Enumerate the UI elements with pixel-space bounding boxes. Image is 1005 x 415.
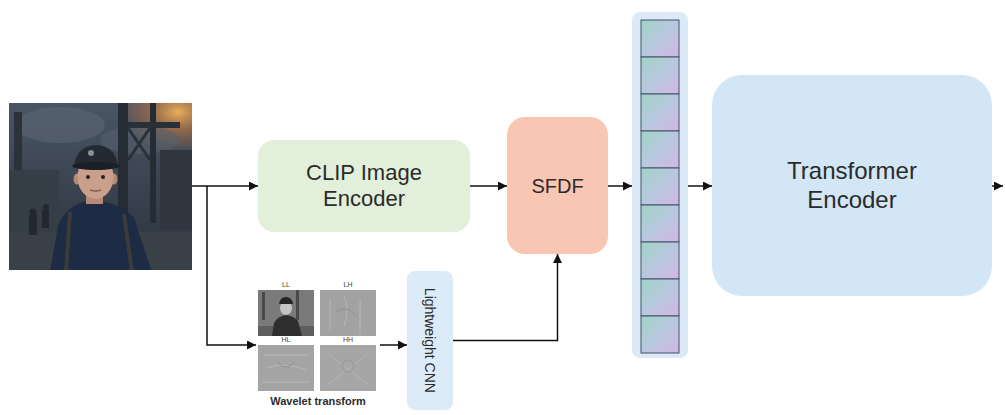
token-column: [641, 57, 679, 94]
panel-caption: Wavelet transform: [270, 395, 366, 408]
detail-thumbnail: [320, 290, 376, 336]
encoder-box: CLIP Image Encoder: [258, 140, 470, 232]
input-photo: [88, 150, 94, 156]
detail-thumbnail: [336, 309, 356, 316]
detail-thumbnail: [258, 345, 314, 391]
fusion-box: SFDF: [507, 117, 608, 254]
input-photo: [43, 204, 49, 210]
input-photo: [42, 210, 49, 228]
detail-thumbnail: [278, 362, 294, 367]
flow-arrows: [688, 185, 712, 187]
input-photo: [15, 107, 105, 143]
band-label: HL: [258, 336, 314, 344]
input-photo: [150, 103, 156, 223]
input-photo: [124, 214, 132, 270]
input-photo: [30, 209, 37, 216]
input-photo: [9, 103, 192, 270]
detail-thumbnail: [342, 360, 354, 372]
box-label: Transformer Encoder: [762, 157, 942, 215]
token-column: [641, 131, 679, 168]
flow-arrows: [192, 185, 258, 187]
box-label: Lightweight CNN: [422, 288, 439, 393]
box-label: CLIP Image Encoder: [279, 160, 449, 213]
wavelet-panel: Wavelet transform: [256, 280, 380, 410]
input-photo: [128, 122, 180, 128]
flow-arrow: [453, 254, 558, 341]
token-column: [641, 205, 679, 242]
ll-thumbnail: [258, 290, 314, 336]
ll-thumbnail: [258, 290, 314, 336]
token-column: [641, 94, 679, 131]
detail-thumbnail: [320, 345, 376, 391]
flow-arrows: [992, 185, 1003, 187]
wavelet-thumbnails: [258, 290, 376, 391]
band-label: LH: [320, 281, 376, 289]
detail-thumbnail: [320, 290, 376, 336]
token-column: [632, 12, 688, 358]
band-label: LL: [258, 281, 314, 289]
flow-arrows: [608, 185, 632, 187]
input-photo: [160, 150, 192, 230]
input-photo: [66, 212, 70, 270]
detail-thumbnail: [320, 345, 376, 391]
input-photo: [72, 162, 120, 170]
input-photo: [118, 103, 128, 218]
input-photo: [50, 200, 152, 270]
input-photo: [86, 175, 90, 179]
detail-thumbnail: [258, 345, 314, 391]
detail-thumbnail: [326, 352, 370, 386]
encoder-box: Transformer Encoder: [712, 75, 992, 296]
token-column: [641, 242, 679, 279]
box-label: SFDF: [531, 174, 583, 198]
input-photo: [128, 128, 150, 160]
token-column: [641, 20, 679, 57]
token-column: [632, 12, 688, 358]
input-photo: [101, 175, 105, 179]
ll-thumbnail: [296, 290, 299, 320]
input-photo: [128, 128, 150, 160]
token-column: [641, 316, 679, 353]
ll-thumbnail: [272, 315, 302, 336]
flow-arrow: [470, 185, 507, 187]
detail-thumbnail: [262, 355, 310, 382]
flow-arrow: [380, 344, 407, 346]
band-label: HH: [320, 336, 376, 344]
detail-thumbnail: [330, 296, 360, 334]
token-column: [641, 279, 679, 316]
token-column: [641, 168, 679, 205]
cnn-box: Lightweight CNN: [407, 271, 453, 410]
ll-thumbnail: [279, 297, 293, 304]
input-photo: [29, 215, 37, 235]
flow-arrows: [207, 186, 256, 345]
input-photo: [90, 190, 101, 191]
ll-thumbnail: [262, 292, 265, 320]
